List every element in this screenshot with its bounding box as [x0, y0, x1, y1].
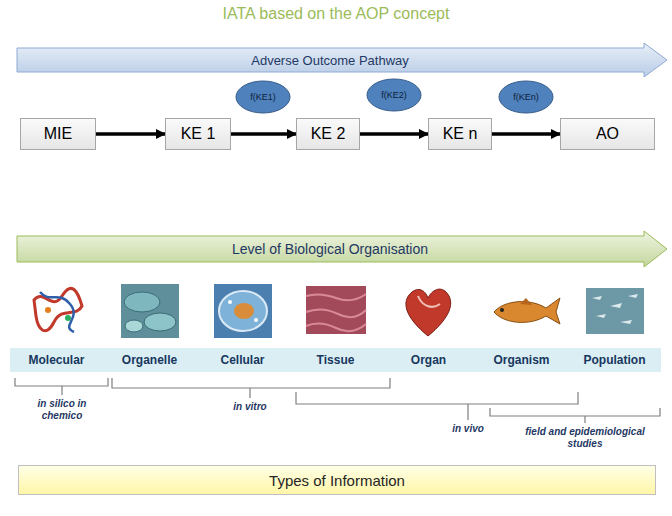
node-text: KE 2	[311, 125, 346, 143]
function-ellipse: f(KEn)	[498, 80, 554, 114]
node-text: KE 1	[181, 125, 216, 143]
tissue-picture	[306, 286, 366, 334]
organ-picture	[406, 289, 451, 336]
band-arrow	[17, 231, 667, 267]
node-text: Types of Information	[269, 472, 405, 489]
information-type-label: in vitro	[210, 401, 290, 413]
node-text: KE n	[443, 125, 478, 143]
cell-picture	[214, 284, 272, 338]
organism-picture	[494, 298, 560, 324]
function-ellipse: f(KE2)	[366, 78, 422, 112]
node-text: f(KEn)	[513, 92, 539, 102]
diagram-title: IATA based on the AOP concept	[0, 5, 672, 23]
information-type-label: in vivo	[428, 423, 508, 435]
level-cell: Cellular	[196, 348, 289, 372]
band-arrow	[17, 43, 667, 77]
flow-arrow	[360, 132, 428, 136]
event-box: KE n	[428, 118, 492, 150]
ellipse-outline	[236, 81, 290, 113]
ellipse-outline	[367, 79, 421, 111]
node-text: Molecular	[28, 353, 84, 367]
level-cell: Population	[568, 348, 661, 372]
level-cell: Tissue	[289, 348, 382, 372]
level-cell: Organ	[382, 348, 475, 372]
level-cell: Organism	[475, 348, 568, 372]
node-text: Organ	[411, 353, 446, 367]
flow-arrow	[231, 132, 296, 136]
level-band: Level of Biological Organisation	[16, 230, 668, 268]
event-box: MIE	[20, 118, 96, 150]
node-text: f(KE1)	[250, 92, 276, 102]
node-text: Organism	[493, 353, 549, 367]
event-box: AO	[560, 118, 655, 150]
event-box: KE 1	[165, 118, 231, 150]
node-text: f(KE2)	[381, 90, 407, 100]
bracket	[15, 378, 660, 423]
population-picture	[586, 288, 644, 334]
node-text: Tissue	[317, 353, 355, 367]
node-text: AO	[596, 125, 619, 143]
information-type-label: field and epidemiological studies	[515, 426, 655, 449]
organelle-picture	[121, 284, 179, 338]
node-text: MIE	[44, 125, 72, 143]
molecule-picture	[28, 284, 86, 338]
node-text: Organelle	[122, 353, 177, 367]
information-type-label: in silico in chemico	[30, 398, 94, 421]
level-cell: Organelle	[103, 348, 196, 372]
event-box: KE 2	[296, 118, 360, 150]
pathway-band: Adverse Outcome Pathway	[16, 42, 668, 78]
node-text: Cellular	[220, 353, 264, 367]
information-box: Types of Information	[18, 465, 656, 495]
flow-arrow	[96, 132, 165, 136]
node-text: Population	[584, 353, 646, 367]
function-ellipse: f(KE1)	[235, 80, 291, 114]
node-text: Adverse Outcome Pathway	[251, 53, 409, 68]
ellipse-outline	[499, 81, 553, 113]
flow-arrow	[492, 132, 560, 136]
node-text: Level of Biological Organisation	[232, 241, 428, 257]
level-cell: Molecular	[10, 348, 103, 372]
